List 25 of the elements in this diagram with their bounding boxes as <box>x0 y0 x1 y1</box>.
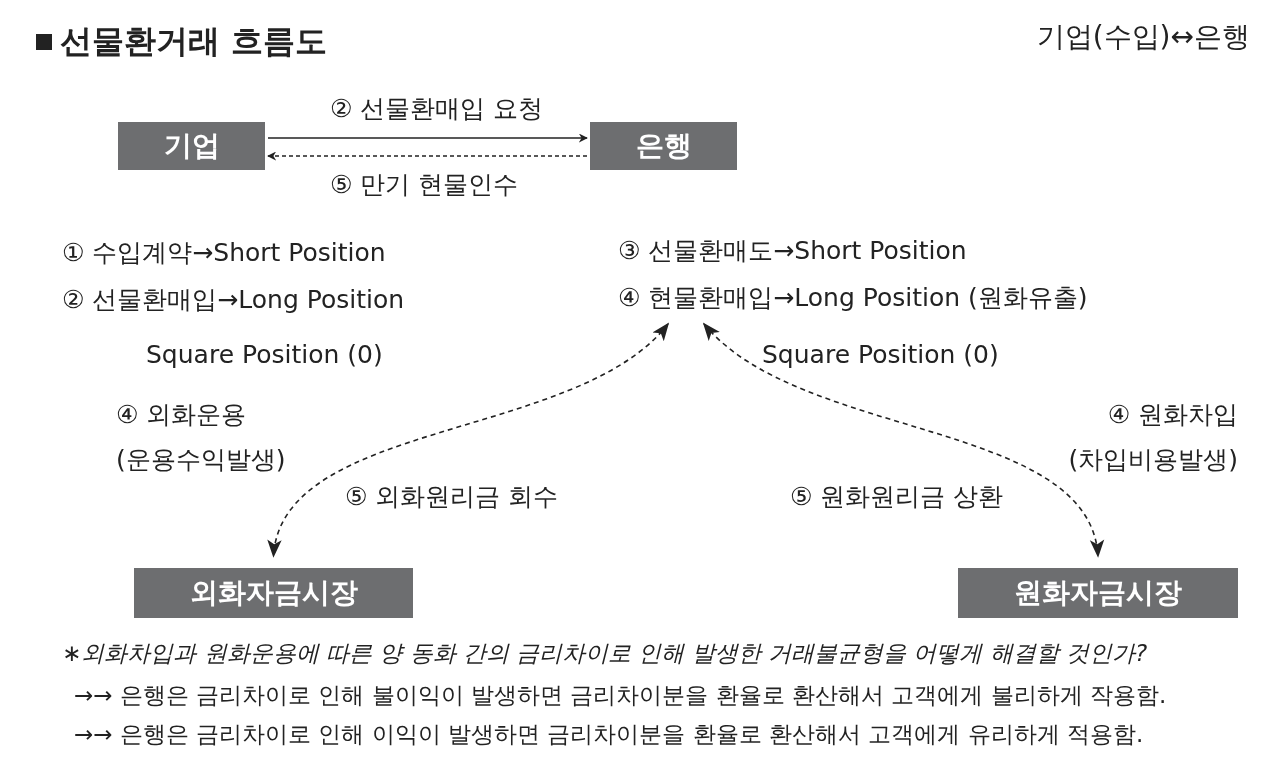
flow-note: ⑤ 원화원리금 상환 <box>790 482 1004 512</box>
question-note: ∗외화차입과 원화운용에 따른 양 동화 간의 금리차이로 인해 발생한 거래불균형을 어떻게 해결할 것인가? <box>62 639 1148 668</box>
position-text: ④ 현물환매입→Long Position (원화유출) <box>618 283 1088 313</box>
position-text: ① 수입계약→Short Position <box>62 238 386 268</box>
party-box: 기업 <box>118 122 265 170</box>
market-box: 원화자금시장 <box>958 568 1238 618</box>
party-box: 은행 <box>590 122 737 170</box>
arrow <box>270 322 670 558</box>
edge-label: ⑤ 만기 현물인수 <box>330 170 519 200</box>
title: 선물환거래 흐름도 <box>60 21 328 62</box>
flow-note: ⑤ 외화원리금 회수 <box>345 482 559 512</box>
header-note: 기업(수입)↔은행 <box>1036 22 1250 52</box>
position-note: Square Position (0) <box>146 340 383 370</box>
arrow <box>267 133 588 143</box>
position-text: ③ 선물환매도→Short Position <box>618 236 967 266</box>
edge-label: ② 선물환매입 요청 <box>330 94 544 124</box>
position-text: ② 선물환매입→Long Position <box>62 285 405 315</box>
market-note: ④ 원화차입 (차입비용발생) <box>1067 399 1238 476</box>
arrow <box>267 151 588 161</box>
arrow <box>702 322 1102 558</box>
answer-note: →→ 은행은 금리차이로 인해 불이익이 발생하면 금리차이분을 환율로 환산해서 고객에게 불리하게 작용함. <box>74 681 1167 710</box>
market-note: ④ 외화운용 (운용수익발생) <box>116 399 287 476</box>
market-box: 외화자금시장 <box>134 568 413 618</box>
answer-note: →→ 은행은 금리차이로 인해 이익이 발생하면 금리차이분을 환율로 환산해서 고객에게 유리하게 적용함. <box>74 720 1144 749</box>
position-note: Square Position (0) <box>762 340 999 370</box>
